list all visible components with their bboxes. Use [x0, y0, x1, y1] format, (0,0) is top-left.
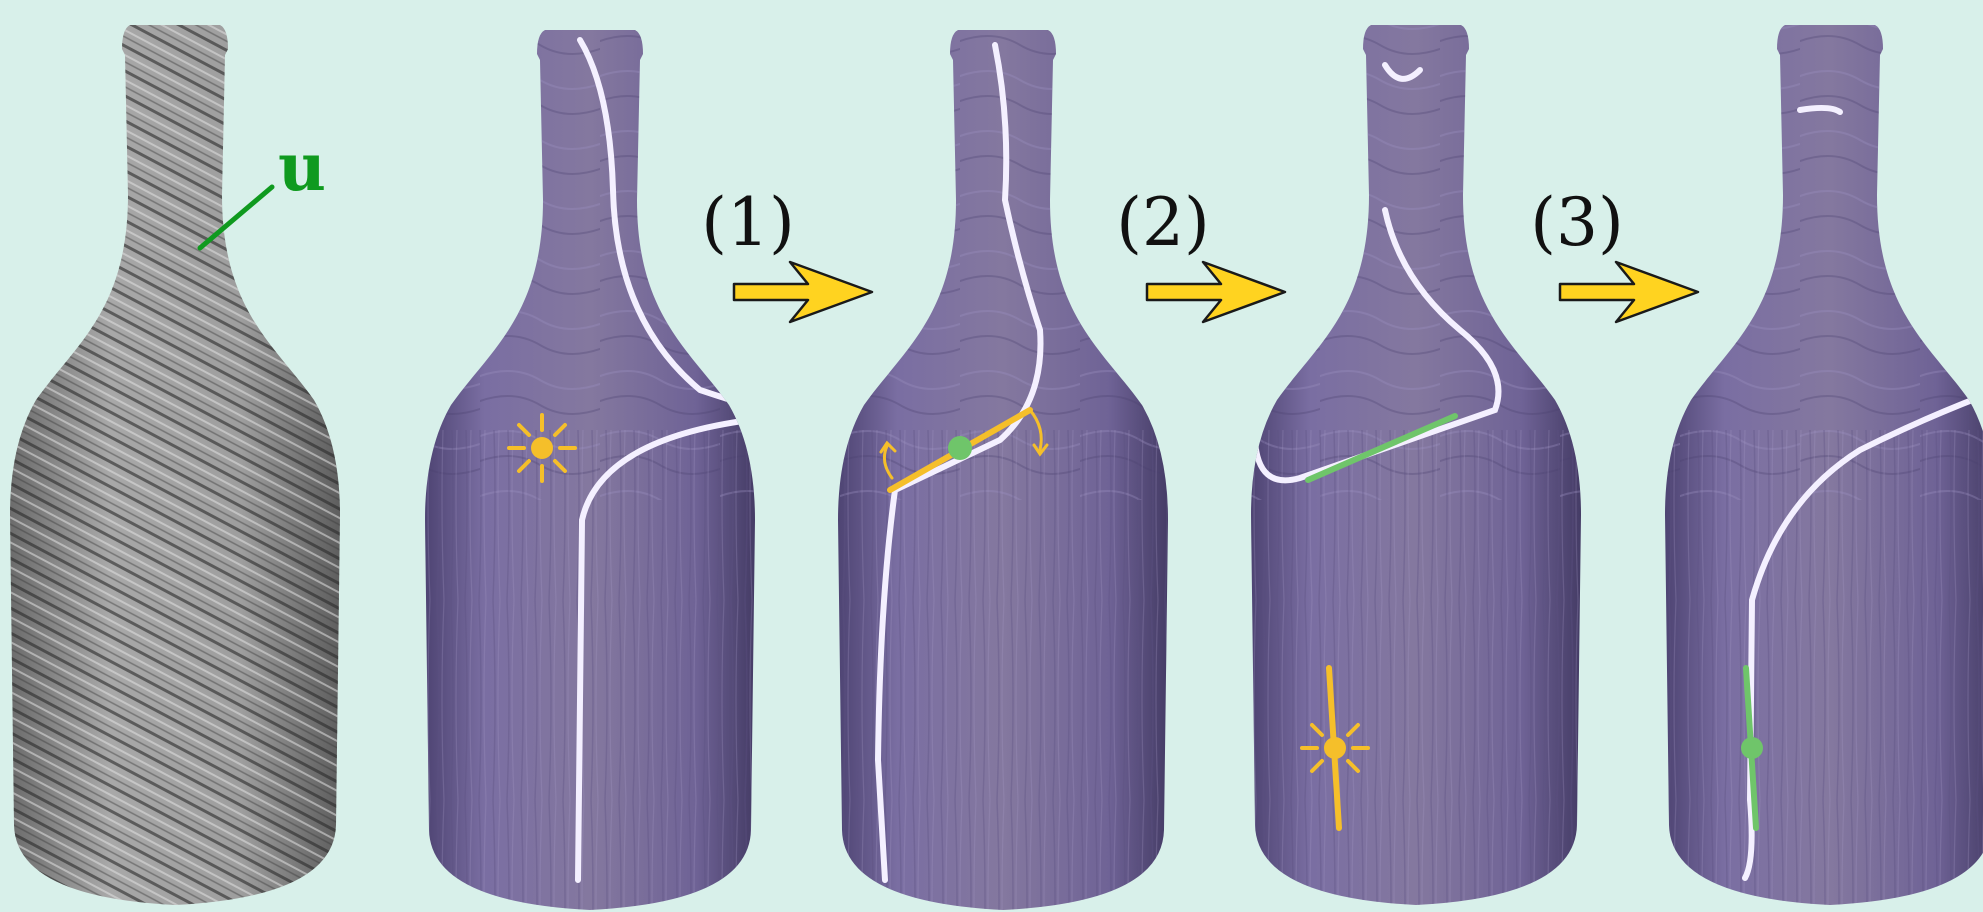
bottle-result	[1660, 0, 1983, 912]
step-1-label: (1)	[701, 184, 795, 261]
step-2-label: (2)	[1116, 184, 1210, 261]
bottle-rotated-highlight	[830, 0, 1170, 912]
step-2-arrow-icon	[1147, 262, 1285, 322]
step-1-arrow-icon	[734, 262, 872, 322]
sun-icon	[509, 415, 575, 481]
bottle-moved-light	[1245, 0, 1585, 912]
vector-u-label: u	[278, 128, 326, 206]
bottle-initial	[420, 0, 800, 912]
step-3-arrow-icon	[1560, 262, 1698, 322]
step-3-label: (3)	[1530, 184, 1624, 261]
